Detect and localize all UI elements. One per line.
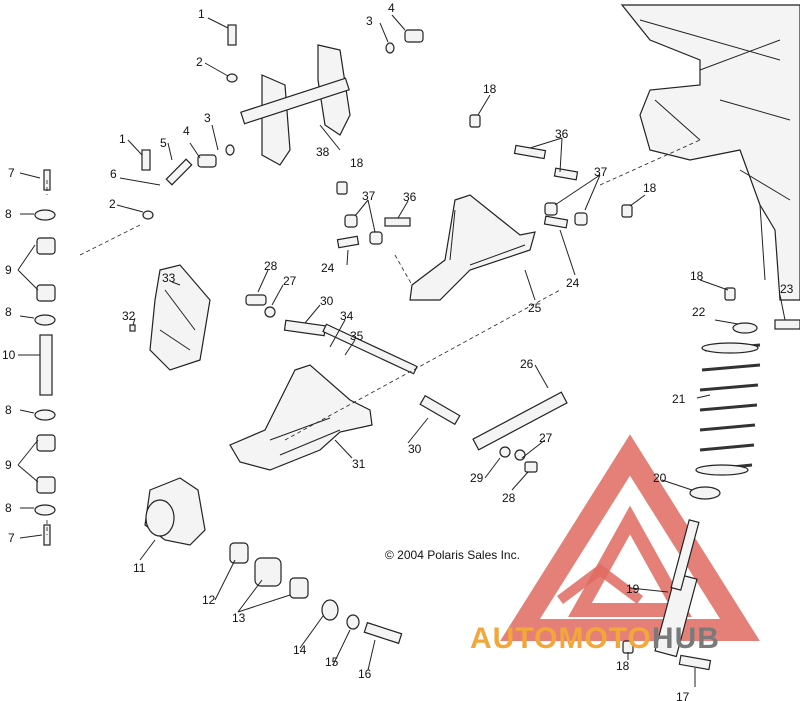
callout-28-right: 28	[502, 491, 516, 505]
callout-5: 5	[160, 136, 167, 150]
callout-12: 12	[202, 593, 216, 607]
callout-18-b: 18	[350, 156, 364, 170]
callout-24-left: 24	[321, 261, 335, 275]
callout-13: 13	[232, 611, 246, 625]
callout-33: 33	[162, 271, 176, 285]
trailing-arm	[229, 364, 373, 471]
callout-10: 10	[2, 348, 16, 362]
shock-absorber	[654, 342, 761, 658]
callout-31: 31	[352, 457, 366, 471]
leader-lines	[46, 139, 701, 535]
callout-18-c: 18	[643, 181, 657, 195]
bushings-and-washers	[34, 29, 758, 654]
callout-29: 29	[470, 471, 484, 485]
callout-9-bottom: 9	[5, 458, 12, 472]
copyright-notice: © 2004 Polaris Sales Inc.	[385, 548, 520, 562]
callout-11: 11	[133, 561, 146, 575]
callout-22: 22	[692, 305, 706, 319]
callout-8-b: 8	[5, 305, 12, 319]
callout-leaders	[17, 14, 786, 687]
watermark-text: AUTOMOTOHUB	[470, 622, 720, 655]
callout-4-left: 4	[183, 124, 190, 138]
callout-7-top: 7	[8, 166, 15, 180]
callout-37-right: 37	[594, 165, 608, 179]
callout-16: 16	[358, 667, 372, 681]
watermark-text-part2: HUB	[652, 622, 720, 655]
callout-36-mid: 36	[403, 190, 417, 204]
shaft-10	[39, 334, 53, 396]
callout-1-left: 1	[119, 132, 126, 146]
callout-34: 34	[340, 309, 354, 323]
callout-30-bottom: 30	[408, 442, 422, 456]
callout-26: 26	[520, 357, 534, 371]
callout-37-left: 37	[362, 189, 376, 203]
callout-17: 17	[676, 690, 690, 701]
callout-18-d: 18	[690, 269, 704, 283]
callout-9-top: 9	[5, 263, 12, 277]
callout-18-e: 18	[616, 659, 630, 673]
callout-7-bottom: 7	[8, 531, 15, 545]
watermark-logo	[500, 434, 760, 641]
callout-3-top: 3	[366, 14, 373, 28]
callout-21: 21	[672, 392, 686, 406]
knuckle-and-cover	[144, 264, 211, 546]
callout-38: 38	[316, 145, 330, 159]
callout-4-top: 4	[388, 1, 395, 15]
callout-8-a: 8	[5, 207, 12, 221]
callout-27-right: 27	[539, 431, 553, 445]
callout-32: 32	[122, 309, 136, 323]
callout-2-top: 2	[196, 55, 203, 69]
callout-1-top: 1	[198, 7, 205, 21]
callout-36-top: 36	[555, 127, 569, 141]
callout-23: 23	[780, 282, 794, 296]
mounting-bracket	[240, 44, 351, 166]
callout-8-d: 8	[5, 501, 12, 515]
shafts	[39, 215, 569, 451]
callout-19: 19	[626, 582, 640, 596]
callout-35: 35	[350, 329, 364, 343]
frame	[620, 4, 800, 301]
callout-27-left: 27	[283, 274, 297, 288]
watermark-text-part1: AUTOMOTO	[470, 622, 652, 655]
callout-30-top: 30	[320, 294, 334, 308]
callout-28-left: 28	[264, 259, 278, 273]
callout-18-a: 18	[483, 82, 497, 96]
callout-14: 14	[293, 643, 307, 657]
callout-2-left: 2	[109, 197, 116, 211]
callout-20: 20	[653, 471, 667, 485]
callout-25: 25	[528, 301, 542, 315]
callout-15: 15	[325, 655, 339, 669]
callout-8-c: 8	[5, 403, 12, 417]
callout-6: 6	[110, 167, 117, 181]
callout-24-right: 24	[566, 276, 580, 290]
callout-3-left: 3	[204, 111, 211, 125]
a-arm	[409, 194, 536, 301]
